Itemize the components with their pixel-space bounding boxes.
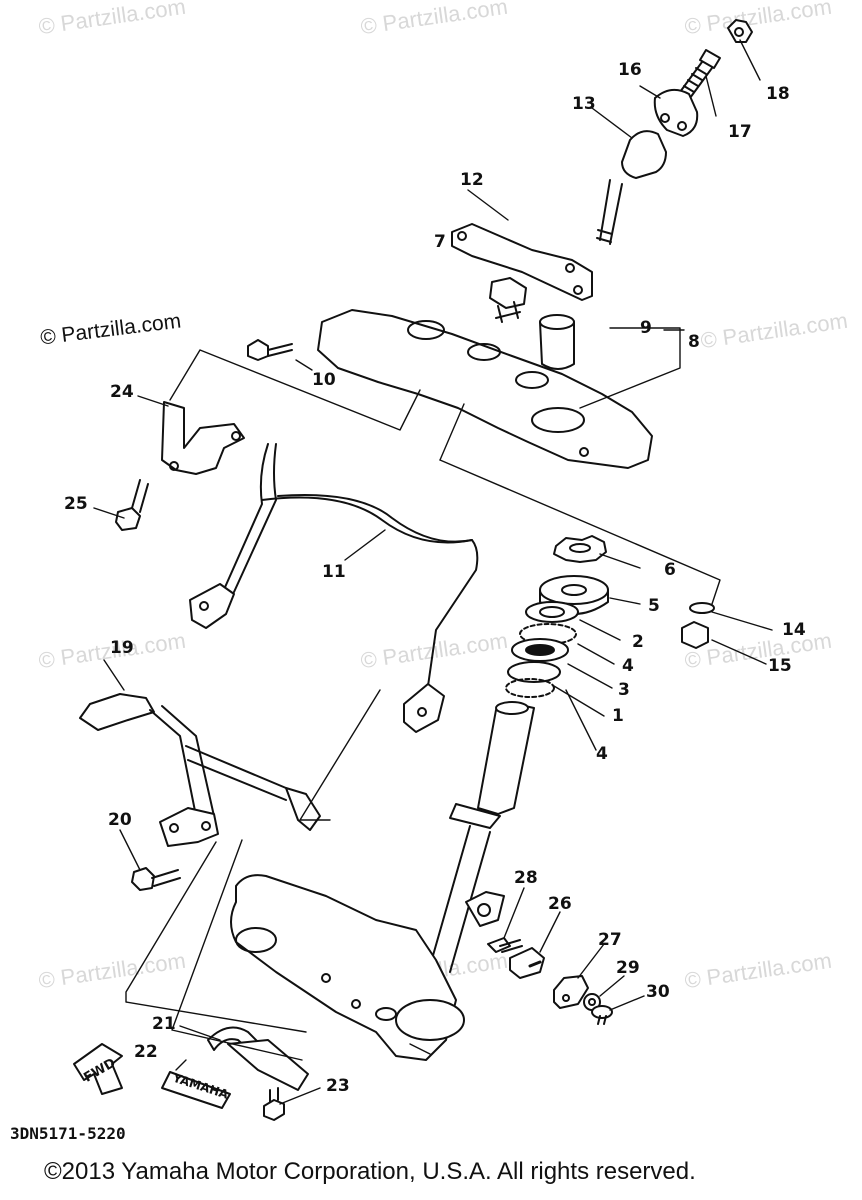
part-nut-18[interactable]: [727, 19, 753, 43]
callout-26: 26: [548, 894, 572, 914]
part-lock-26[interactable]: [509, 947, 545, 979]
callout-30: 30: [646, 982, 670, 1002]
callout-16: 16: [618, 60, 642, 80]
part-washer-14[interactable]: [689, 602, 715, 614]
copyright-notice: ©2013 Yamaha Motor Corporation, U.S.A. A…: [44, 1158, 696, 1185]
callout-2: 2: [632, 632, 644, 652]
part-washer-29[interactable]: [583, 993, 601, 1011]
part-fwd-emblem-22[interactable]: [73, 1043, 231, 1109]
part-clamp-21[interactable]: [207, 1026, 309, 1091]
part-bearing-race-2[interactable]: [525, 601, 579, 623]
callout-18: 18: [766, 84, 790, 104]
part-28[interactable]: [487, 937, 523, 953]
callout-24: 24: [110, 382, 134, 402]
callout-25: 25: [64, 494, 88, 514]
part-bearing-race-1[interactable]: [507, 661, 561, 683]
callout-1: 1: [612, 706, 624, 726]
part-bolt-10[interactable]: [247, 339, 293, 361]
callout-11: 11: [322, 562, 346, 582]
callout-4-lower: 4: [596, 744, 608, 764]
callout-21: 21: [152, 1014, 176, 1034]
diagram-code: 3DN5171-5220: [10, 1124, 126, 1143]
part-bolt-25[interactable]: [115, 479, 149, 531]
part-bolt-17[interactable]: [679, 49, 721, 99]
callout-28: 28: [514, 868, 538, 888]
part-stay-wire-11[interactable]: [189, 443, 479, 733]
callout-23: 23: [326, 1076, 350, 1096]
part-bracket-12[interactable]: [451, 223, 593, 301]
callout-5: 5: [648, 596, 660, 616]
callout-7: 7: [434, 232, 446, 252]
callout-6: 6: [664, 560, 676, 580]
part-handlebar-holder-upper-16[interactable]: [653, 88, 699, 137]
callout-15: 15: [768, 656, 792, 676]
callout-10: 10: [312, 370, 336, 390]
part-ball-bearing-4-lower[interactable]: [505, 678, 555, 698]
callout-17: 17: [728, 122, 752, 142]
part-bolt-20[interactable]: [131, 867, 181, 891]
callout-8: 8: [688, 332, 700, 352]
part-plate-27[interactable]: [553, 975, 589, 1009]
callout-13: 13: [572, 94, 596, 114]
part-steering-stem-bolt-7[interactable]: [489, 277, 527, 323]
part-lower-bracket-stem[interactable]: [230, 701, 535, 1061]
callout-19: 19: [110, 638, 134, 658]
callout-29: 29: [616, 958, 640, 978]
part-damper-9[interactable]: [539, 314, 575, 370]
part-headlight-stay-19[interactable]: [79, 693, 321, 847]
callout-12: 12: [460, 170, 484, 190]
part-ring-nut-6[interactable]: [553, 535, 607, 563]
callout-9: 9: [640, 318, 652, 338]
part-bracket-24[interactable]: [161, 401, 245, 475]
callout-27: 27: [598, 930, 622, 950]
part-bearing-race-3[interactable]: [511, 638, 569, 662]
leader-lines: [93, 39, 773, 1105]
part-nut-15[interactable]: [681, 621, 709, 649]
callout-22: 22: [134, 1042, 158, 1062]
callout-20: 20: [108, 810, 132, 830]
callout-14: 14: [782, 620, 806, 640]
part-upper-bracket-8[interactable]: [317, 309, 653, 469]
callout-4: 4: [622, 656, 634, 676]
callout-3: 3: [618, 680, 630, 700]
part-handlebar-holder-13[interactable]: [596, 130, 667, 245]
part-rivet-30[interactable]: [591, 1005, 613, 1025]
part-bolt-23[interactable]: [263, 1087, 285, 1121]
